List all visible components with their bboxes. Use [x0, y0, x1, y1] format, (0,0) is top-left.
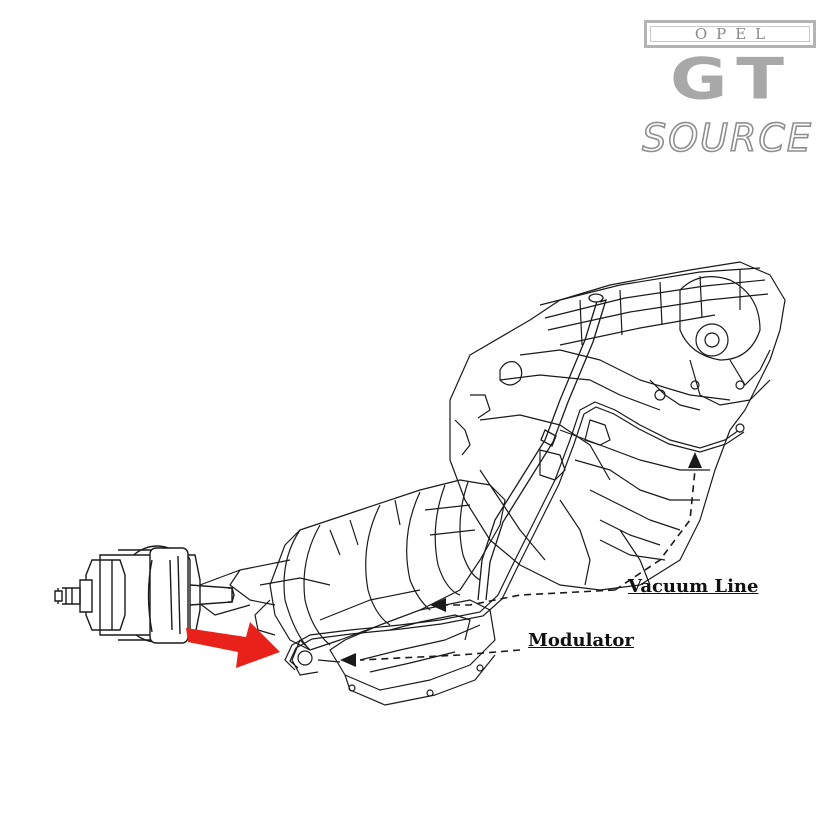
vacuum-arrowhead-up [688, 452, 702, 468]
opel-gt-source-logo: OPEL GT SOURCE [630, 20, 825, 160]
logo-opel-text: OPEL [694, 25, 775, 43]
vacuum-line-label: Vacuum Line [628, 576, 759, 597]
logo-source-text: SOURCE [641, 116, 813, 160]
vacuum-line-leader [445, 469, 696, 606]
modulator-arrowhead-left [340, 653, 356, 667]
modulator-label: Modulator [528, 630, 634, 651]
logo-opel-box: OPEL [644, 20, 816, 48]
vacuum-arrowhead-left [430, 598, 446, 612]
vacuum-line-pipe [284, 401, 745, 671]
modulator-part [54, 545, 235, 644]
modulator-leader [359, 649, 521, 661]
red-arrow-icon [186, 622, 280, 668]
engine [449, 261, 786, 591]
transmission [194, 479, 506, 706]
logo-gt-text: GT [670, 45, 794, 113]
dipstick-tube [477, 293, 607, 601]
